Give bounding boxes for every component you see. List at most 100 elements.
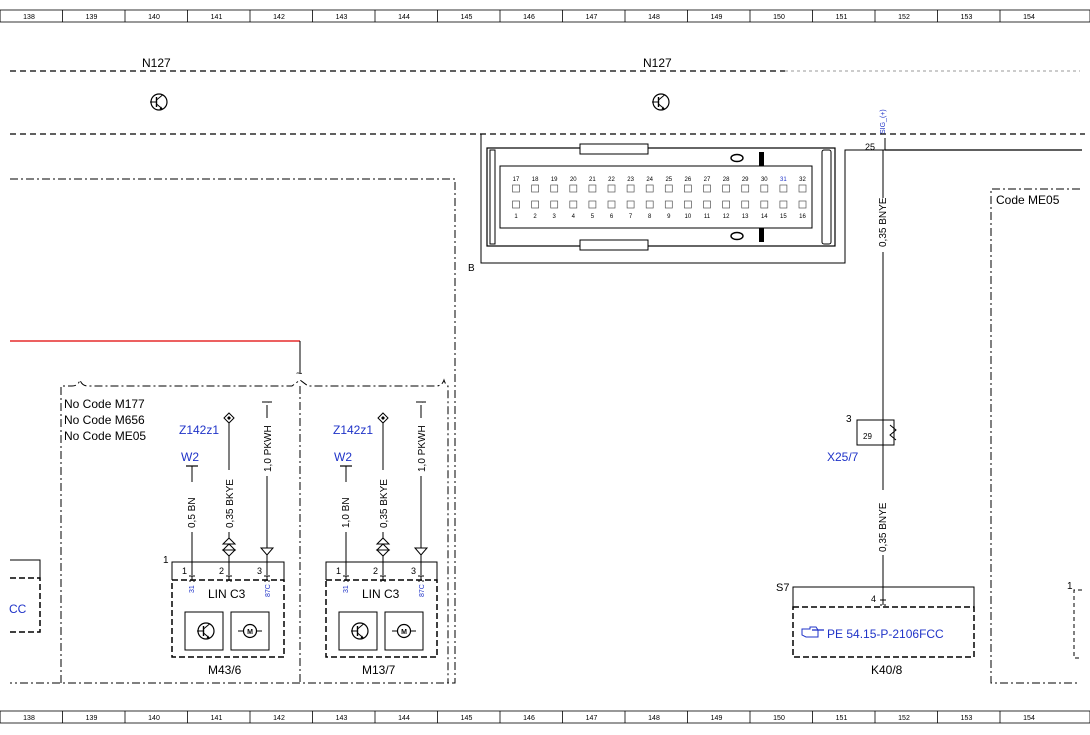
- w2-link[interactable]: W2: [181, 450, 199, 464]
- pin-25: 25: [865, 142, 875, 152]
- connector-pin-label: 28: [723, 177, 730, 183]
- connector-pin-label: 1: [514, 214, 518, 220]
- connector-pin: [531, 184, 539, 193]
- pe-reference-link[interactable]: PE 54.15-P-2106FCC: [827, 627, 944, 641]
- svg-text:2: 2: [219, 566, 224, 576]
- connector-pin-label: 12: [723, 214, 730, 220]
- connector-pin: [741, 200, 750, 209]
- connector-pin-label: 23: [627, 177, 634, 183]
- svg-text:87C: 87C: [419, 584, 426, 597]
- ruler-cell-label: 141: [211, 14, 223, 21]
- svg-text:31: 31: [343, 585, 350, 593]
- connector-pin-label: 13: [742, 214, 749, 220]
- ruler-cell-label: 152: [898, 14, 910, 21]
- svg-text:LIN C3: LIN C3: [208, 587, 246, 601]
- connector-pin: [645, 200, 654, 209]
- connector-pin-label: 11: [704, 214, 711, 220]
- connector-pin-label: 7: [629, 214, 633, 220]
- ruler-cell-label: 138: [23, 715, 35, 722]
- connector-pin: [512, 184, 520, 193]
- connector-pin-label: 6: [610, 214, 614, 220]
- connector-pin: [703, 200, 711, 209]
- ruler-cell-label: 147: [586, 14, 598, 21]
- connector-pin-label: 16: [799, 214, 806, 220]
- connector-pin: [779, 184, 788, 193]
- ruler-cell-label: 141: [211, 715, 223, 722]
- connector-pin: [569, 184, 578, 193]
- transistor-icon: [651, 93, 670, 111]
- code-me05-label: Code ME05: [996, 193, 1060, 207]
- ruler-cell-label: 145: [461, 715, 473, 722]
- z142-link[interactable]: Z142z1: [333, 423, 373, 437]
- svg-text:LIN C3: LIN C3: [362, 587, 400, 601]
- connector-pin-label: 9: [667, 214, 671, 220]
- connector-pin-label: 4: [572, 214, 576, 220]
- connector-x25-7: 3 29 X25/7: [827, 414, 897, 464]
- ruler-cell-label: 139: [86, 715, 98, 722]
- ruler-cell-label: 149: [711, 715, 723, 722]
- connector-pin: [588, 200, 597, 209]
- no-code-3: No Code ME05: [64, 429, 146, 443]
- no-code-2: No Code M656: [64, 413, 145, 427]
- pointing-hand-icon: [801, 626, 824, 638]
- svg-text:31: 31: [189, 585, 196, 593]
- connector-pin-label: 26: [685, 177, 692, 183]
- svg-text:3: 3: [411, 566, 416, 576]
- connector-pin: [626, 184, 635, 193]
- x25-label[interactable]: X25/7: [827, 450, 859, 464]
- connector-pin: [760, 200, 769, 209]
- ruler-cell-label: 152: [898, 715, 910, 722]
- connector-pin-label: 5: [591, 214, 595, 220]
- ruler-cell-label: 150: [773, 715, 785, 722]
- ruler-cell-label: 139: [86, 14, 98, 21]
- connector-pin-label: 29: [742, 177, 749, 183]
- wire-label-mid: 0,35 BNYE: [878, 502, 889, 552]
- connector-pin: [798, 184, 807, 193]
- connector-pin: [741, 184, 750, 193]
- ruler-cell-label: 149: [711, 14, 723, 21]
- ruler-cell-label: 148: [648, 715, 660, 722]
- svg-text:1: 1: [182, 566, 187, 576]
- ruler-cell-label: 140: [148, 14, 160, 21]
- svg-text:S7: S7: [776, 582, 789, 594]
- z142-link[interactable]: Z142z1: [179, 423, 219, 437]
- connector-pin-label: 30: [761, 177, 768, 183]
- svg-text:~: ~: [265, 397, 270, 407]
- n127-label-left: N127: [142, 56, 171, 70]
- ruler-cell-label: 151: [836, 715, 848, 722]
- connector-icon: [223, 412, 235, 424]
- connector-pin-label: 20: [570, 177, 577, 183]
- connector-pin: [588, 184, 597, 193]
- ruler-cell-label: 144: [398, 715, 410, 722]
- svg-text:0,35 BKYE: 0,35 BKYE: [225, 479, 236, 528]
- tilde: ~: [296, 368, 302, 380]
- svg-text:3: 3: [846, 414, 852, 425]
- connector-pin: [550, 184, 559, 193]
- connector-pin: [703, 184, 711, 193]
- component-k40-8: S7 4 PE 54.15-P-2106FCC K40/8: [776, 582, 975, 677]
- svg-text:1: 1: [1067, 581, 1073, 592]
- svg-text:1: 1: [163, 555, 169, 566]
- left-cc-link[interactable]: CC: [9, 602, 27, 616]
- connector-pin-label: 18: [532, 177, 539, 183]
- connector-pin-label: 24: [646, 177, 653, 183]
- ruler-cell-label: 145: [461, 14, 473, 21]
- connector-pin: [760, 184, 769, 193]
- connector-pin-label: 31: [780, 177, 787, 183]
- connector-pin: [779, 200, 788, 209]
- connector-label: B: [468, 263, 475, 274]
- ruler-cell-label: 147: [586, 715, 598, 722]
- connector-pin: [664, 200, 673, 209]
- ruler-cell-label: 154: [1023, 14, 1035, 21]
- w2-link[interactable]: W2: [334, 450, 352, 464]
- ruler-cell-label: 142: [273, 715, 285, 722]
- svg-text:1,0 PKWH: 1,0 PKWH: [417, 425, 428, 472]
- svg-text:2: 2: [373, 566, 378, 576]
- connector-pin-label: 25: [665, 177, 672, 183]
- connector-pin: [664, 184, 673, 193]
- svg-text:4: 4: [871, 594, 876, 604]
- ruler-cell-label: 138: [23, 14, 35, 21]
